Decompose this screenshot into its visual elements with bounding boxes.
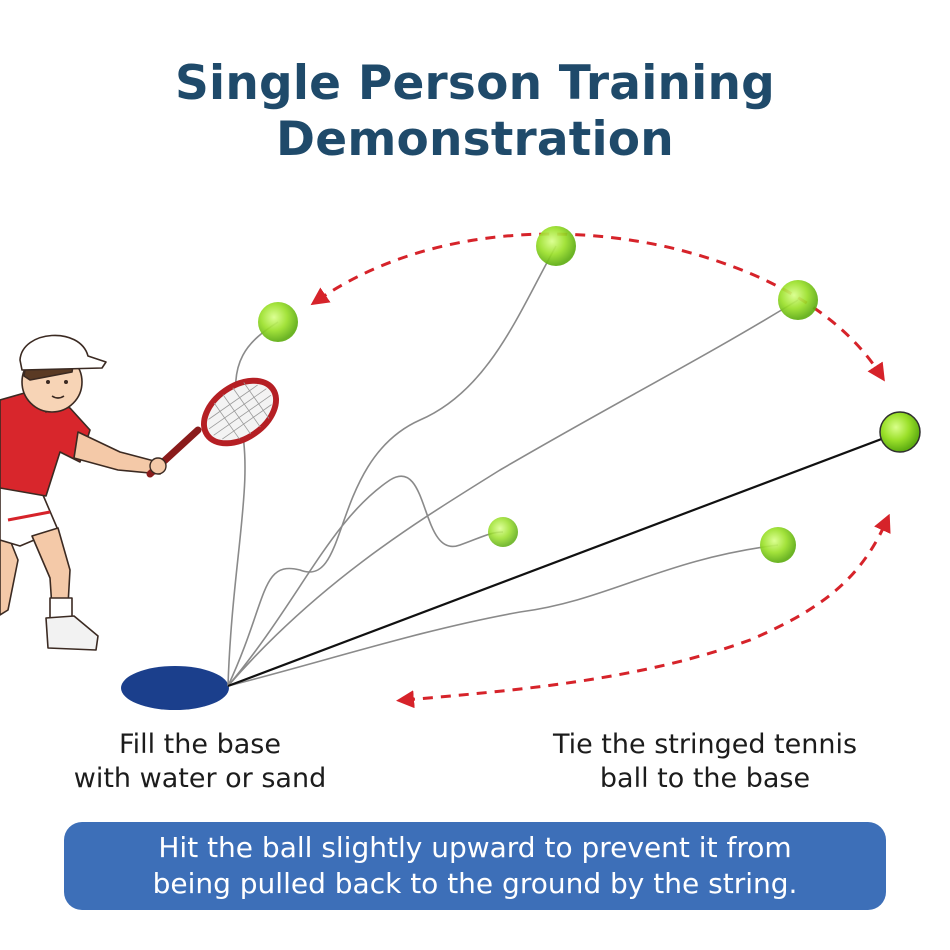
player-cap: [19, 334, 107, 371]
page-title: Single Person Training Demonstration: [0, 56, 950, 168]
tennis-ball-5: [760, 527, 796, 563]
base-caption-line-1: Fill the base: [119, 729, 281, 760]
top-dashed-arrow: [310, 232, 885, 382]
tennis-balls: [258, 226, 921, 563]
string-caption-line-2: ball to the base: [599, 763, 811, 794]
title-line-1: Single Person Training: [175, 56, 775, 111]
string-trails: [227, 245, 799, 687]
water-base: [121, 666, 229, 710]
tip-line-1: Hit the ball slightly upward to prevent …: [158, 831, 792, 864]
string-caption: Tie the stringed tennis ball to the base: [520, 728, 890, 796]
tennis-ball-4: [488, 517, 518, 547]
bottom-dashed-arrow: [396, 513, 891, 709]
player-shoe: [45, 615, 99, 651]
base-caption-line-2: with water or sand: [73, 763, 327, 794]
tip-line-2: being pulled back to the ground by the s…: [152, 867, 798, 900]
string-trail-5: [227, 544, 779, 687]
tennis-ball-1: [258, 302, 298, 342]
tennis-ball-current: [879, 411, 921, 453]
player-arm: [73, 431, 161, 475]
tennis-ball-3: [778, 280, 818, 320]
tennis-ball-2: [536, 226, 576, 266]
title-line-2: Demonstration: [276, 112, 674, 167]
tip-banner: Hit the ball slightly upward to prevent …: [64, 822, 886, 910]
tennis-racket: [146, 377, 280, 478]
player-front-leg: [31, 527, 71, 609]
string-trail-4: [227, 299, 799, 687]
string-caption-line-1: Tie the stringed tennis: [552, 729, 858, 760]
tennis-player: [0, 334, 161, 651]
base-caption: Fill the base with water or sand: [20, 728, 380, 796]
